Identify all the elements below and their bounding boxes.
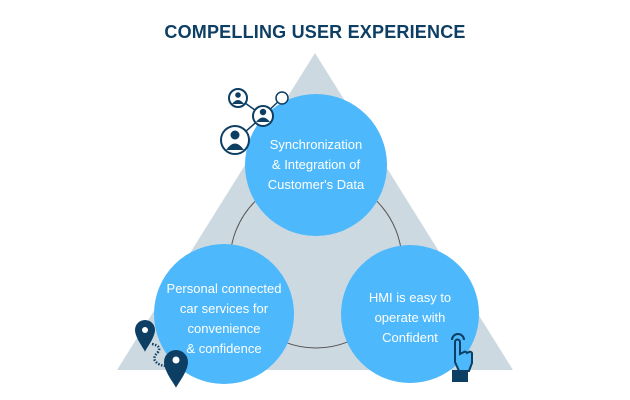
user-network-icon xyxy=(220,88,289,155)
node-label-top: Synchronization & Integration of Custome… xyxy=(267,137,365,192)
node-circle-bottom-left xyxy=(154,244,294,384)
diagram-title: COMPELLING USER EXPERIENCE xyxy=(164,22,466,42)
node-circle-top xyxy=(245,94,387,236)
node-label-bottom-left: Personal connected car services for conv… xyxy=(166,281,282,356)
map-route-pins-icon xyxy=(135,320,188,388)
touch-hand-icon xyxy=(451,333,473,382)
node-circle-bottom-right xyxy=(341,245,479,383)
node-label-bottom-right: HMI is easy to operate with Confident xyxy=(368,290,452,345)
